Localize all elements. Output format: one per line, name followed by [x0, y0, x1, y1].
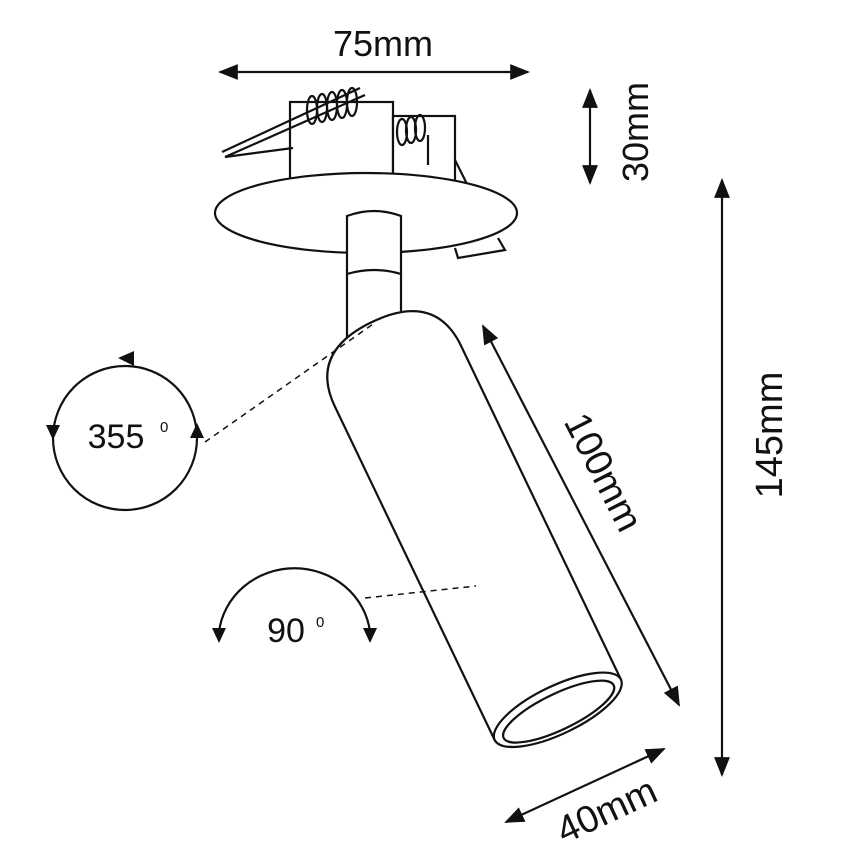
degree-mark: 0 [160, 419, 168, 436]
vertical-tilt-value: 90 [267, 612, 305, 650]
diameter-dimension-arrow [504, 748, 666, 823]
vertical-tilt-indicator: 90 0 [212, 567, 477, 650]
stem [345, 209, 403, 342]
height-label: 145mm [749, 372, 791, 499]
horizontal-rotation-indicator: 355 0 [46, 321, 377, 512]
spring-icon [305, 86, 430, 165]
length-dimension-arrow [482, 324, 680, 707]
spotlight-body [326, 310, 623, 749]
length-label: 100mm [555, 407, 650, 539]
degree-mark: 0 [316, 614, 324, 631]
depth-label: 30mm [615, 82, 656, 182]
width-label: 75mm [333, 23, 433, 64]
horizontal-rotation-value: 355 [88, 418, 145, 456]
diameter-label: 40mm [550, 770, 663, 853]
